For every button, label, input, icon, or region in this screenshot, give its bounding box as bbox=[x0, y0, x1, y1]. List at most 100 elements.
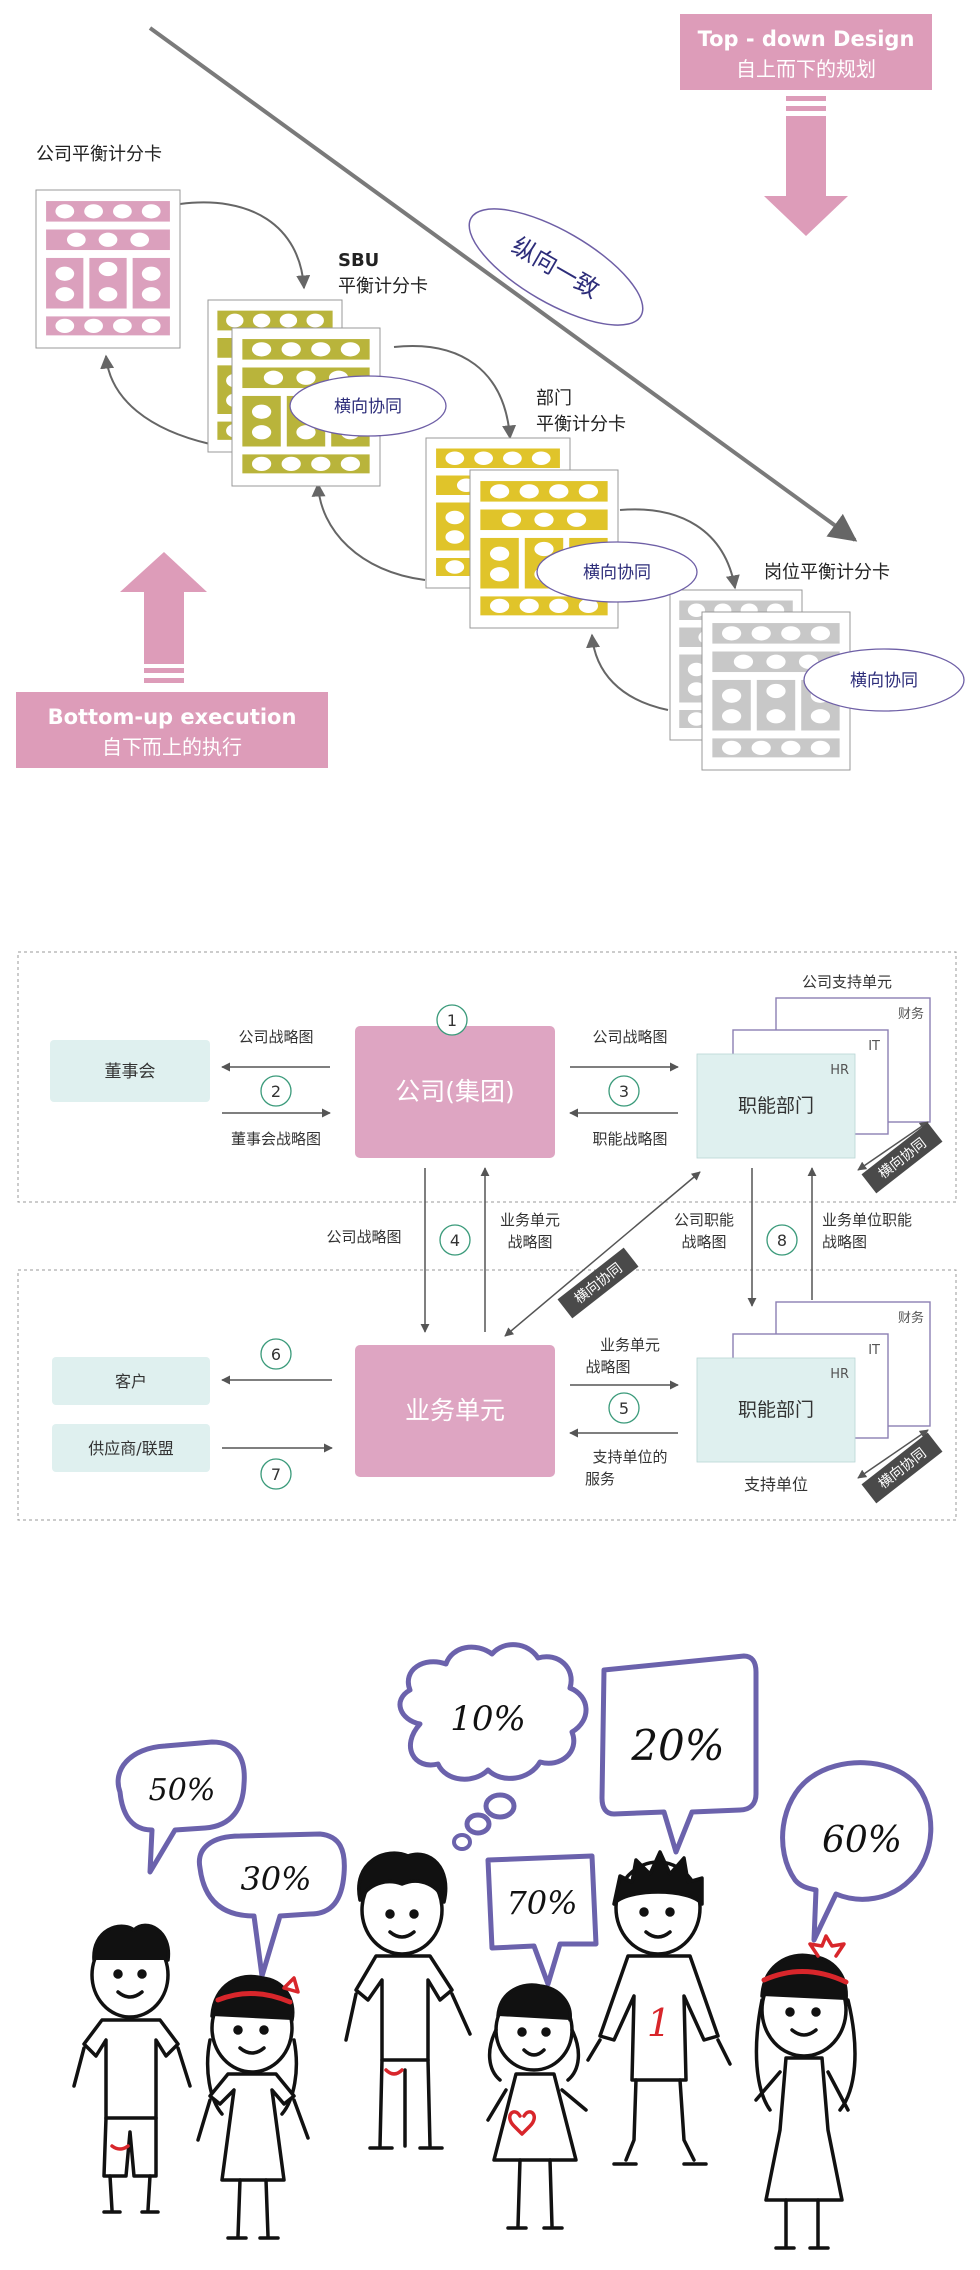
customer-box bbox=[52, 1357, 210, 1405]
speech-bubble-50: 50% bbox=[115, 1739, 247, 1875]
number-8: 8 bbox=[777, 1231, 787, 1250]
functional-dept-box-top bbox=[696, 1053, 856, 1159]
label-bu-function-1: 业务单位职能 bbox=[822, 1211, 912, 1229]
top-down-design-box: Top - down Design 自上而下的规划 bbox=[680, 14, 932, 90]
company-scorecard-label: 公司平衡计分卡 bbox=[36, 144, 162, 165]
functional-dept-label-top: 职能部门 bbox=[738, 1095, 814, 1117]
feedback-position-to-dept bbox=[586, 633, 669, 711]
label-company-function-2: 战略图 bbox=[681, 1233, 726, 1251]
bubble-10-text: 10% bbox=[450, 1699, 526, 1739]
number-5: 5 bbox=[619, 1399, 629, 1418]
synergy-arrow-top-right bbox=[857, 1121, 929, 1171]
bottom-up-line1: Bottom-up execution bbox=[48, 705, 297, 729]
synergy-arrow-bottom-right bbox=[857, 1429, 929, 1479]
customer-label: 客户 bbox=[115, 1372, 147, 1391]
synergy-arrow-diagonal bbox=[504, 1171, 701, 1337]
company-group-label: 公司(集团) bbox=[395, 1077, 515, 1106]
label-bu-strategy-1: 业务单元 bbox=[500, 1211, 560, 1229]
speech-bubble-30: 30% bbox=[196, 1831, 347, 1979]
finance-label: 财务 bbox=[898, 1006, 924, 1022]
label-function-strategy: 职能战略图 bbox=[592, 1130, 667, 1148]
label-bu-strategy-right-2: 战略图 bbox=[585, 1358, 630, 1376]
number-circle-1: 1 bbox=[436, 1004, 468, 1036]
label-bu-function-2: 战略图 bbox=[822, 1233, 867, 1251]
number-circle-4: 4 bbox=[439, 1224, 471, 1256]
it-label: IT bbox=[868, 1039, 880, 1054]
speech-bubble-20: 20% bbox=[599, 1653, 759, 1855]
kid-2-girl bbox=[196, 1974, 310, 2240]
dept-scorecard-label-1: 部门 bbox=[536, 388, 572, 409]
flow-dept-to-position bbox=[619, 508, 740, 590]
shirt-number: 1 bbox=[647, 2001, 671, 2045]
dept-scorecard-label-2: 平衡计分卡 bbox=[536, 414, 626, 435]
speech-bubble-70: 70% bbox=[485, 1853, 599, 1987]
number-circle-6: 6 bbox=[260, 1338, 292, 1370]
kid-5-boy-number-one: 1 bbox=[586, 1850, 732, 2166]
position-synergy-label: 横向协同 bbox=[850, 671, 918, 691]
number-7: 7 bbox=[271, 1465, 281, 1484]
label-board-strategy: 董事会战略图 bbox=[231, 1130, 321, 1148]
thought-bubble-10: 10% bbox=[397, 1642, 589, 1851]
company-scorecard-card bbox=[35, 189, 181, 349]
functional-dept-label-bottom: 职能部门 bbox=[738, 1399, 814, 1421]
bubble-60-text: 60% bbox=[822, 1820, 902, 1861]
kid-3-boy bbox=[344, 1851, 472, 2150]
company-group-box bbox=[355, 1026, 555, 1158]
up-arrow-icon bbox=[120, 552, 207, 683]
number-3: 3 bbox=[619, 1082, 629, 1101]
support-unit-label: 支持单位 bbox=[744, 1475, 808, 1494]
number-4: 4 bbox=[450, 1231, 460, 1250]
label-bu-strategy-right-1: 业务单元 bbox=[600, 1336, 660, 1354]
panel-strategy-map-structure: 董事会 公司(集团) 公司支持单元 财务 IT HR 职能部门 横向协同 业务单… bbox=[17, 951, 957, 1521]
it-label-bottom: IT bbox=[868, 1343, 880, 1358]
bottom-up-execution-box: Bottom-up execution 自下而上的执行 bbox=[16, 692, 328, 768]
bubble-20-text: 20% bbox=[630, 1721, 724, 1770]
hr-label-top: HR bbox=[830, 1063, 849, 1078]
number-circle-8: 8 bbox=[766, 1224, 798, 1256]
number-6: 6 bbox=[271, 1345, 281, 1364]
number-circle-7: 7 bbox=[260, 1458, 292, 1490]
business-level-frame bbox=[17, 1269, 957, 1521]
dept-synergy-ellipse: 横向协同 bbox=[536, 541, 698, 603]
bubble-70-text: 70% bbox=[506, 1884, 577, 1922]
business-unit-box bbox=[355, 1345, 555, 1477]
label-support-service-1: 支持单位的 bbox=[592, 1448, 667, 1466]
scorecard-cards bbox=[35, 189, 851, 771]
sbu-synergy-label: 横向协同 bbox=[334, 397, 402, 417]
board-label: 董事会 bbox=[105, 1062, 156, 1082]
label-company-strategy-to-bu: 公司战略图 bbox=[326, 1228, 401, 1246]
position-scorecard-label: 岗位平衡计分卡 bbox=[764, 562, 890, 583]
speech-bubble-60: 60% bbox=[780, 1760, 934, 1943]
panel-kids-percent-illustration: 50% 30% 10% 70% 20% 60% bbox=[72, 1642, 934, 2250]
business-unit-label: 业务单元 bbox=[405, 1396, 505, 1425]
kid-1-boy bbox=[72, 1923, 192, 2214]
dept-synergy-label: 横向协同 bbox=[583, 563, 651, 583]
vertical-alignment-arrow bbox=[148, 26, 858, 542]
label-bu-strategy-2: 战略图 bbox=[507, 1233, 552, 1251]
bottom-up-line2: 自下而上的执行 bbox=[102, 735, 242, 759]
bubble-30-text: 30% bbox=[240, 1860, 311, 1898]
sbu-scorecard-label-2: 平衡计分卡 bbox=[338, 276, 428, 297]
panel-balanced-scorecard-cascade: Top - down Design 自上而下的规划 Bottom-up exec… bbox=[16, 14, 965, 771]
finance-label-bottom: 财务 bbox=[898, 1310, 924, 1326]
top-down-line1: Top - down Design bbox=[698, 27, 915, 51]
flow-sbu-to-dept bbox=[393, 345, 517, 440]
company-support-unit-label: 公司支持单元 bbox=[802, 973, 892, 991]
number-circle-3: 3 bbox=[608, 1075, 640, 1107]
supplier-box bbox=[52, 1424, 210, 1472]
feedback-dept-to-sbu bbox=[311, 482, 426, 581]
flow-company-to-sbu bbox=[179, 201, 311, 290]
kid-6-girl bbox=[754, 1934, 857, 2250]
label-company-strategy-to-board: 公司战略图 bbox=[238, 1028, 313, 1046]
position-synergy-ellipse: 横向协同 bbox=[803, 648, 965, 712]
feedback-sbu-to-company bbox=[100, 354, 211, 445]
number-circle-5: 5 bbox=[608, 1392, 640, 1424]
sbu-scorecard-label-1: SBU bbox=[338, 250, 379, 271]
top-down-line2: 自上而下的规划 bbox=[736, 57, 876, 81]
kid-4-girl bbox=[486, 1983, 588, 2230]
supplier-label: 供应商/联盟 bbox=[88, 1439, 173, 1458]
number-1: 1 bbox=[447, 1011, 457, 1030]
label-company-strategy-to-func: 公司战略图 bbox=[592, 1028, 667, 1046]
bubble-50-text: 50% bbox=[149, 1773, 216, 1808]
